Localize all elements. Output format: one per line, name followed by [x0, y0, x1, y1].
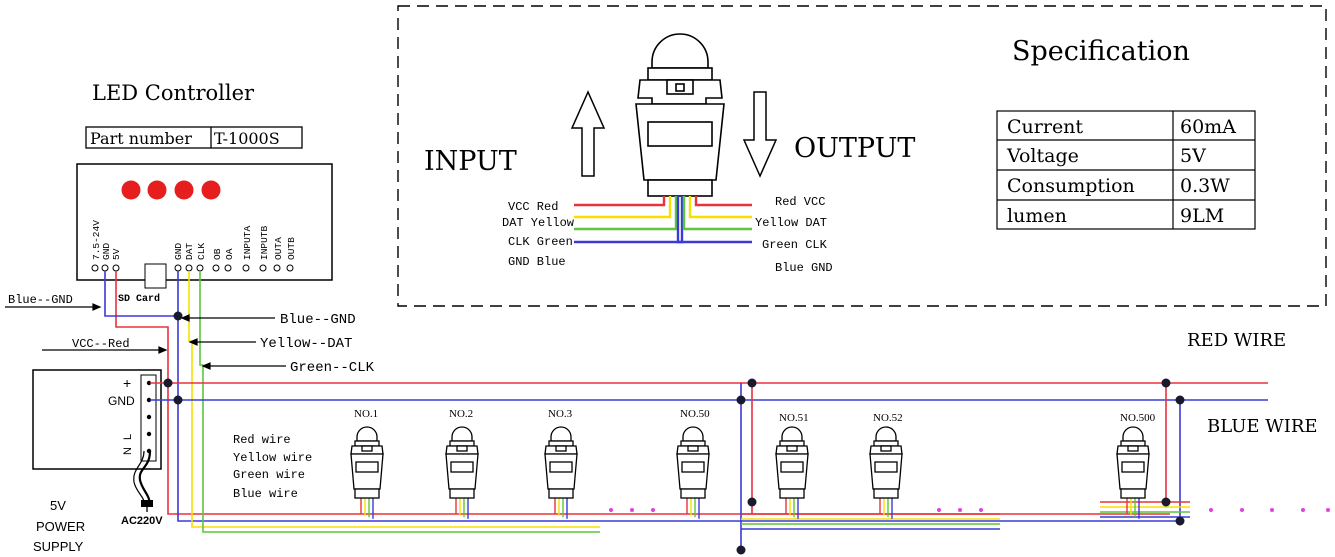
detail-input-pins: VCC Red DAT Yellow CLK Green GND Blue — [502, 200, 575, 269]
sd-card-slot — [144, 263, 167, 289]
green-wire — [199, 271, 600, 533]
power-label-line: POWER — [36, 519, 85, 534]
pixel-unit: NO.51 — [775, 412, 809, 519]
detail-wires — [574, 196, 752, 244]
pixel-unit: NO.2 — [445, 408, 479, 519]
label-yellow-dat: Yellow--DAT — [260, 336, 352, 352]
power-label-line: SUPPLY — [33, 539, 84, 554]
pixel-unit: NO.500 — [1116, 412, 1156, 519]
spec-table — [996, 110, 1256, 230]
pixel-unit: NO.3 — [544, 408, 578, 519]
pixel-label: NO.51 — [779, 412, 809, 424]
pixel-label: NO.500 — [1120, 412, 1156, 424]
spec-value: 60mA — [1180, 116, 1236, 138]
output-label: OUTPUT — [794, 133, 915, 164]
terminal-n: N — [122, 447, 134, 455]
legend-item: Yellow wire — [233, 451, 312, 465]
spec-title: Specification — [1012, 36, 1190, 67]
input-pin-label: DAT Yellow — [502, 216, 575, 230]
output-pin-label: Green CLK — [762, 238, 828, 252]
input-arrow-icon — [570, 90, 606, 177]
spec-value: 9LM — [1180, 205, 1224, 227]
pin-label: CLK — [196, 243, 207, 260]
output-pin-label: Yellow DAT — [755, 216, 827, 230]
spec-cells: Current 60mA Voltage 5V Consumption 0.3W… — [1006, 116, 1236, 227]
detail-box — [397, 5, 1327, 307]
blue-wire — [104, 271, 1180, 522]
junction-dots — [163, 311, 1185, 555]
terminal-l: L — [122, 434, 134, 440]
led-indicator — [174, 180, 194, 200]
ac-label: AC220V — [121, 515, 163, 527]
controller-pins: 7.5-24V GND 5V GND DAT CLK OB OA INPUTA … — [91, 220, 297, 260]
spec-value: 0.3W — [1180, 175, 1230, 197]
legend-item: Green wire — [233, 468, 305, 482]
terminal-plus: + — [123, 375, 131, 391]
spec-key: Current — [1007, 116, 1083, 138]
pixel-label: NO.2 — [449, 408, 473, 420]
part-number-box — [85, 126, 303, 149]
pin-label: OB — [212, 248, 223, 260]
led-indicator — [201, 180, 221, 200]
part-number-value: T-1000S — [214, 129, 280, 148]
pin-label: GND — [173, 243, 184, 260]
spec-value: 5V — [1180, 145, 1206, 167]
ac-cable — [138, 450, 152, 506]
pin-label: GND — [101, 243, 112, 260]
led-indicator — [147, 180, 167, 200]
pin-label: OUTB — [286, 237, 297, 260]
pin-label: 7.5-24V — [91, 220, 102, 260]
input-pin-label: CLK Green — [508, 235, 573, 249]
label-red-wire: RED WIRE — [1187, 330, 1286, 351]
controller-title: LED Controller — [92, 81, 255, 105]
detail-output-pins: Red VCC Yellow DAT Green CLK Blue GND — [755, 195, 833, 275]
legend-item: Red wire — [233, 433, 291, 447]
pixel-label: NO.1 — [354, 408, 378, 420]
output-pin-label: Red VCC — [775, 195, 825, 209]
pixel-unit: NO.1 — [350, 408, 384, 519]
pin-label: DAT — [184, 243, 195, 260]
large-pixel-icon — [635, 33, 725, 197]
continuation-dots — [609, 508, 1330, 512]
controller-leds — [121, 180, 221, 200]
pixel-unit: NO.50 — [676, 408, 710, 519]
output-pin-label: Blue GND — [775, 261, 833, 275]
pin-terminals — [91, 264, 294, 272]
controller-box — [76, 163, 333, 281]
label-arrows — [5, 303, 286, 370]
pixel-strip: NO.1 NO.2 NO.3 NO.50 NO.51 NO.52 NO.500 — [350, 408, 1156, 519]
input-label: INPUT — [424, 146, 517, 177]
power-label-line: 5V — [50, 498, 66, 513]
label-blue-gnd: Blue--GND — [280, 312, 356, 328]
spec-key: Voltage — [1006, 145, 1079, 167]
part-number-label: Part number — [90, 129, 192, 148]
pixel-unit: NO.52 — [869, 412, 903, 519]
pin-label: OA — [224, 248, 235, 260]
output-arrow-icon — [742, 91, 778, 178]
pin-label: OUTA — [273, 237, 284, 260]
terminal-gnd: GND — [108, 394, 135, 408]
pixel-label: NO.52 — [873, 412, 903, 424]
input-pin-label: GND Blue — [508, 255, 566, 269]
spec-key: lumen — [1007, 205, 1067, 227]
pixel-label: NO.3 — [548, 408, 573, 420]
label-blue-wire: BLUE WIRE — [1207, 416, 1318, 437]
strip-legend: Red wire Yellow wire Green wire Blue wir… — [233, 433, 312, 501]
sd-card-label: SD Card — [118, 293, 160, 305]
pin-label: INPUTB — [259, 225, 270, 260]
red-wire — [115, 271, 1170, 515]
pixel-label: NO.50 — [680, 408, 710, 420]
spec-key: Consumption — [1007, 175, 1135, 197]
label-blue-gnd-left: Blue--GND — [8, 293, 73, 307]
label-green-clk: Green--CLK — [290, 360, 375, 376]
input-pin-label: VCC Red — [508, 200, 558, 214]
label-vcc-red: VCC--Red — [72, 337, 130, 351]
led-indicator — [121, 180, 141, 200]
power-supply-box — [32, 369, 162, 470]
legend-item: Blue wire — [233, 487, 298, 501]
pin-label: 5V — [111, 248, 122, 260]
pin-label: INPUTA — [242, 225, 253, 260]
